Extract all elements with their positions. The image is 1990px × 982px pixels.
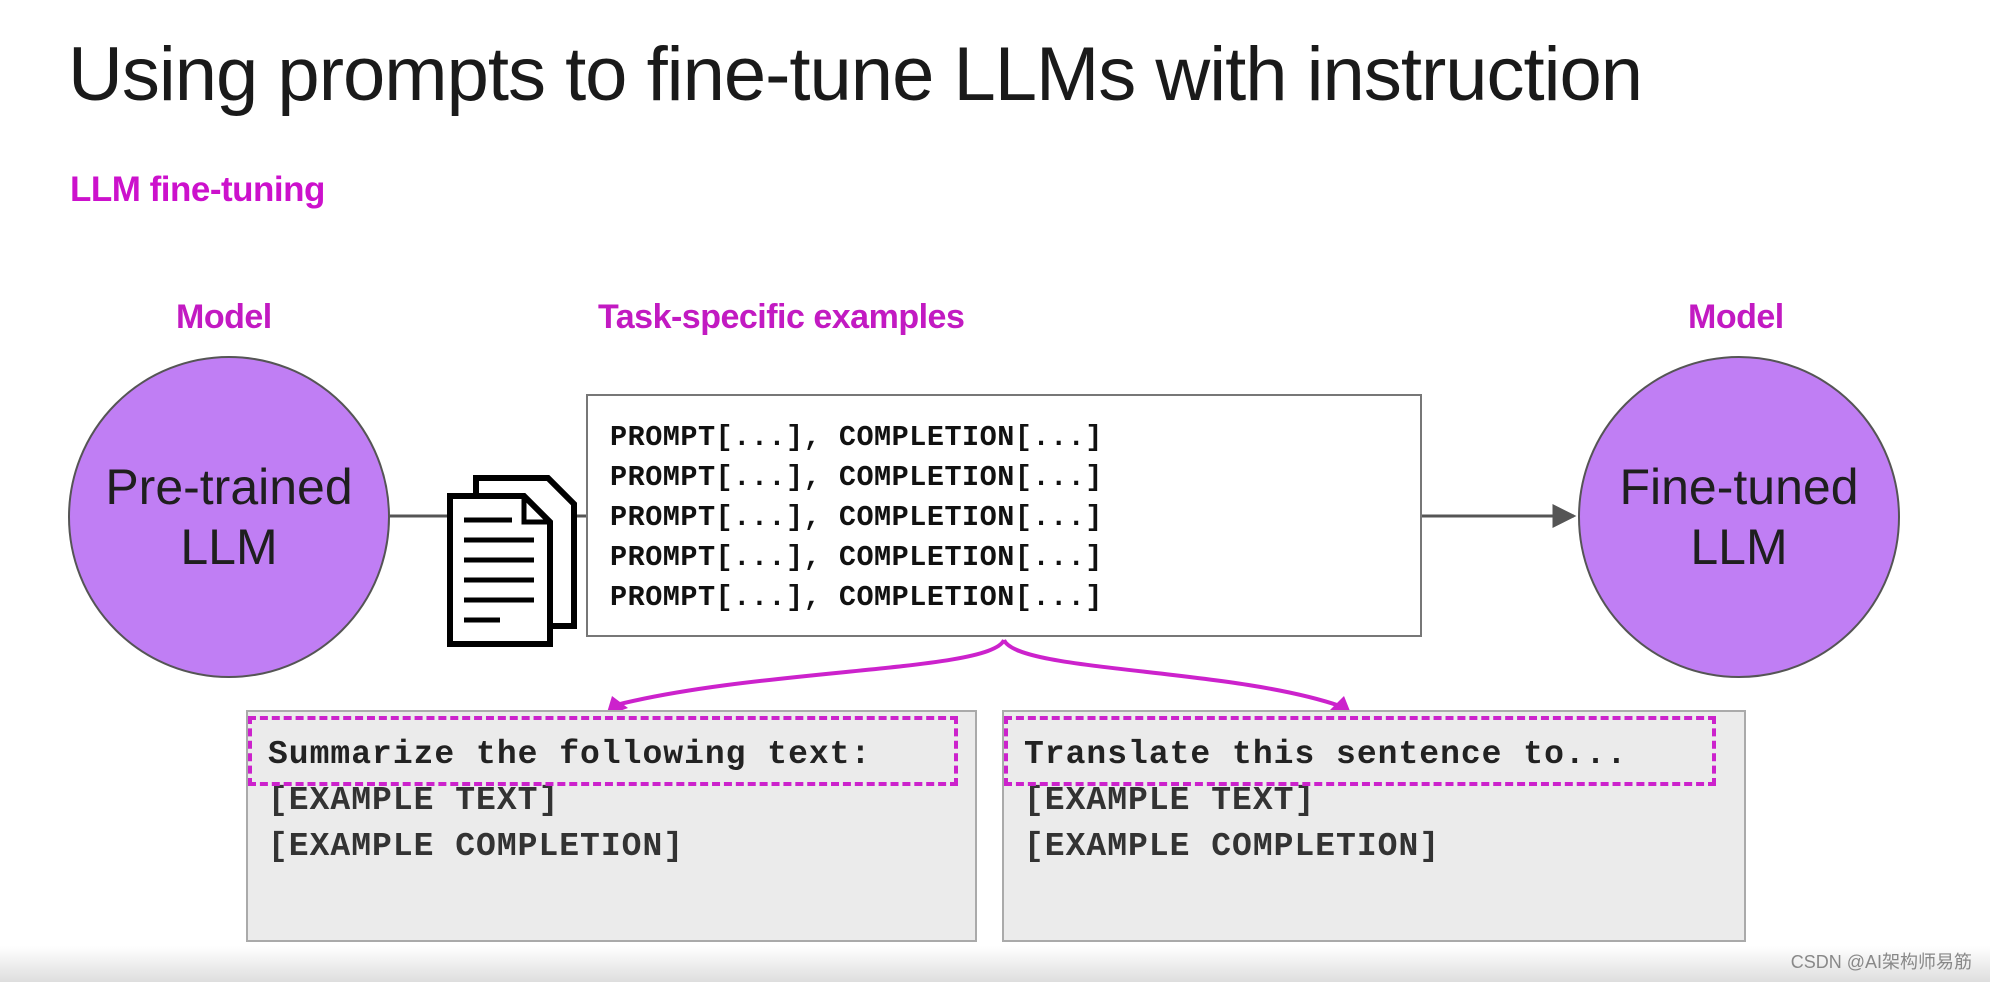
right-model-label: Model bbox=[1688, 298, 1784, 336]
pretrained-llm-circle: Pre-trained LLM bbox=[68, 356, 390, 678]
translate-example-box: Translate this sentence to... [EXAMPLE T… bbox=[1002, 710, 1746, 942]
example-line: PROMPT[...], COMPLETION[...] bbox=[610, 581, 1103, 614]
curve-to-summarize bbox=[611, 638, 1006, 708]
curve-to-translate bbox=[1002, 638, 1341, 708]
summarize-example-text: [EXAMPLE TEXT] bbox=[268, 782, 560, 819]
translate-example-text: [EXAMPLE TEXT] bbox=[1024, 782, 1316, 819]
section-subtitle: LLM fine-tuning bbox=[70, 170, 325, 209]
bottom-shade bbox=[0, 946, 1990, 982]
summarize-example-box: Summarize the following text: [EXAMPLE T… bbox=[246, 710, 977, 942]
task-examples-box: PROMPT[...], COMPLETION[...] PROMPT[...]… bbox=[586, 394, 1422, 637]
left-model-label: Model bbox=[176, 298, 272, 336]
translate-example-completion: [EXAMPLE COMPLETION] bbox=[1024, 828, 1441, 865]
example-line: PROMPT[...], COMPLETION[...] bbox=[610, 421, 1103, 454]
watermark: CSDN @AI架构师易筋 bbox=[1790, 952, 1972, 972]
summarize-instruction-highlight bbox=[248, 716, 958, 786]
summarize-instruction: Summarize the following text: bbox=[268, 736, 872, 773]
example-line: PROMPT[...], COMPLETION[...] bbox=[610, 501, 1103, 534]
pretrained-llm-text: Pre-trained LLM bbox=[105, 459, 353, 575]
page-title: Using prompts to fine-tune LLMs with ins… bbox=[68, 32, 1643, 117]
finetuned-llm-circle: Fine-tuned LLM bbox=[1578, 356, 1900, 678]
translate-instruction: Translate this sentence to... bbox=[1024, 736, 1628, 773]
translate-instruction-highlight bbox=[1004, 716, 1716, 786]
documents-icon bbox=[447, 475, 577, 647]
finetuned-llm-text: Fine-tuned LLM bbox=[1619, 459, 1859, 575]
example-line: PROMPT[...], COMPLETION[...] bbox=[610, 541, 1103, 574]
example-line: PROMPT[...], COMPLETION[...] bbox=[610, 461, 1103, 494]
summarize-example-completion: [EXAMPLE COMPLETION] bbox=[268, 828, 685, 865]
task-examples-label: Task-specific examples bbox=[598, 298, 965, 336]
